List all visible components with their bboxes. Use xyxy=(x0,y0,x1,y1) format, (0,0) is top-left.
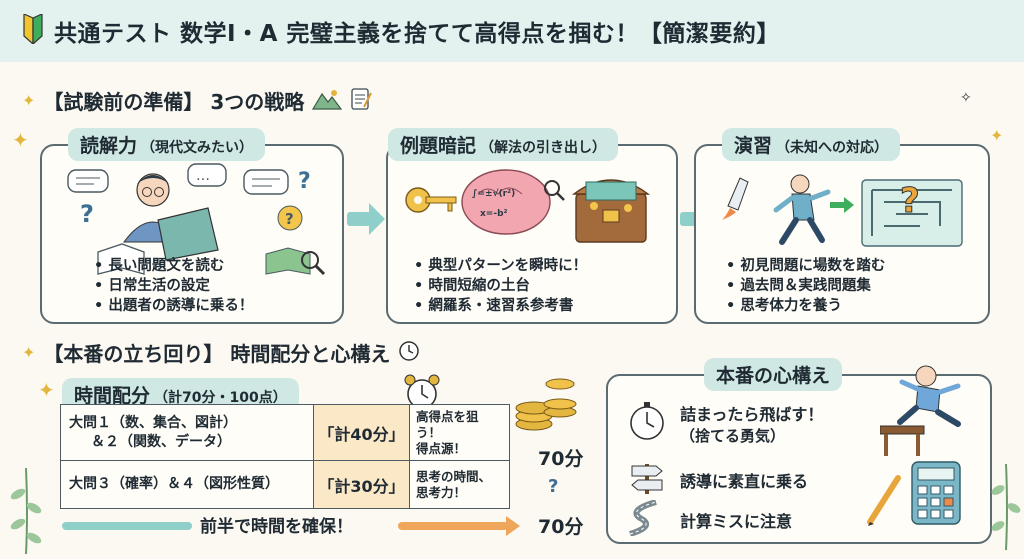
mindset-item: 計算ミスに注意 xyxy=(626,499,792,540)
mountain-icon xyxy=(312,88,343,114)
leaf-branch-icon xyxy=(6,464,46,558)
list-item: 典型パターンを瞬時に！ xyxy=(414,256,587,276)
bottom-arrow-right xyxy=(398,522,508,530)
beginner-mark-icon xyxy=(22,13,44,48)
sparkle-icon: ✦ xyxy=(990,126,1004,145)
list-item: 長い問題文を読む xyxy=(94,256,253,276)
section2-heading: ✦ 【本番の立ち回り】 時間配分と心構え xyxy=(22,338,420,367)
time-allocation-table: 大問１（数、集合、図計） ＆２（関数、データ） 「計40分」 高得点を狙う！ 得… xyxy=(60,404,510,509)
sparkle-icon: ✧ xyxy=(960,90,972,106)
bottom-total: 70分 xyxy=(538,516,584,538)
mindset-title: 本番の心構え xyxy=(704,358,843,391)
mindset-item: 誘導に素直に乗る xyxy=(626,460,808,500)
stopwatch-icon xyxy=(626,400,668,446)
table-row: 大問３（確率）＆４（図形性質） 「計30分」 思考の時間、 思考力！ xyxy=(60,460,510,509)
list-item: 思考体力を養う xyxy=(726,296,885,316)
coin-stack-icon xyxy=(512,372,582,438)
hurdle-jumper-icon xyxy=(879,360,980,464)
bottom-arrow-text: 前半で時間を確保！ xyxy=(200,517,353,537)
card-examples-title: 例題暗記（解法の引き出し） xyxy=(388,128,619,161)
bottom-arrow-left xyxy=(62,522,192,530)
calculator-icon xyxy=(866,458,966,532)
list-item: 網羅系・速習系参考書 xyxy=(414,296,587,316)
brain-formula-1: ∫=±√(r²) xyxy=(472,188,515,199)
table-cell-time: 「計30分」 xyxy=(313,460,410,509)
brain-formula-2: x=-b² xyxy=(480,209,508,219)
clock-icon xyxy=(398,340,420,366)
sparkle-icon: ✦ xyxy=(12,128,29,152)
arrow-head-icon xyxy=(506,516,520,536)
list-item: 時間短縮の土台 xyxy=(414,276,587,296)
svg-text:?: ? xyxy=(900,181,920,221)
section2-title: 【本番の立ち回り】 時間配分と心構え xyxy=(43,342,391,366)
sparkle-icon: ✦ xyxy=(22,343,36,362)
list-item: 出題者の誘導に乗る！ xyxy=(94,296,253,316)
section1-heading: ✦ 【試験前の準備】 3つの戦略 xyxy=(22,86,373,115)
page-title: 共通テスト 数学Ⅰ・A 完璧主義を捨てて高得点を掴む！【簡潔要約】 xyxy=(54,21,780,47)
list-item: 過去問＆実践問題集 xyxy=(726,276,885,296)
svg-text:?: ? xyxy=(285,210,294,228)
question-mark-icon: ? xyxy=(548,476,559,497)
card-practice-title: 演習（未知への対応） xyxy=(722,128,901,161)
winding-road-icon xyxy=(626,499,668,540)
section1-title: 【試験前の準備】 3つの戦略 xyxy=(43,90,305,114)
table-cell-note: 思考の時間、 思考力！ xyxy=(409,460,510,509)
allocation-total: 70分 xyxy=(538,448,584,470)
svg-text:…: … xyxy=(196,168,210,184)
table-cell-question: 大問１（数、集合、図計） ＆２（関数、データ） xyxy=(60,404,314,461)
list-item: 初見問題に場数を踏む xyxy=(726,256,885,276)
table-row: 大問１（数、集合、図計） ＆２（関数、データ） 「計40分」 高得点を狙う！ 得… xyxy=(60,404,510,461)
card-examples-bullets: 典型パターンを瞬時に！ 時間短縮の土台 網羅系・速習系参考書 xyxy=(414,256,587,316)
card-practice-bullets: 初見問題に場数を踏む 過去問＆実践問題集 思考体力を養う xyxy=(726,256,885,316)
signpost-icon xyxy=(626,460,668,500)
card-reading-title: 読解力（現代文みたい） xyxy=(68,128,266,161)
leaf-branch-icon xyxy=(990,460,1022,554)
sparkle-icon: ✦ xyxy=(38,378,55,402)
table-cell-time: 「計40分」 xyxy=(313,404,410,461)
list-item: 日常生活の設定 xyxy=(94,276,253,296)
card-reading-bullets: 長い問題文を読む 日常生活の設定 出題者の誘導に乗る！ xyxy=(94,256,253,316)
sparkle-icon: ✦ xyxy=(22,91,36,110)
table-cell-note: 高得点を狙う！ 得点源！ xyxy=(409,404,510,461)
mindset-item: 詰まったら飛ばす！ （捨てる勇気） xyxy=(626,400,823,446)
key-brain-treasure-icon: ∫=±√(r²) x=-b² xyxy=(398,164,668,260)
svg-text:?: ? xyxy=(80,200,94,228)
flow-arrow xyxy=(347,203,385,235)
header-bar: 共通テスト 数学Ⅰ・A 完璧主義を捨てて高得点を掴む！【簡潔要約】 xyxy=(0,0,1024,62)
svg-text:?: ? xyxy=(298,169,311,194)
runner-maze-icon: ? xyxy=(712,164,976,258)
table-cell-question: 大問３（確率）＆４（図形性質） xyxy=(60,460,314,509)
notepad-icon xyxy=(350,87,373,115)
alarm-clock-icon xyxy=(400,372,444,416)
